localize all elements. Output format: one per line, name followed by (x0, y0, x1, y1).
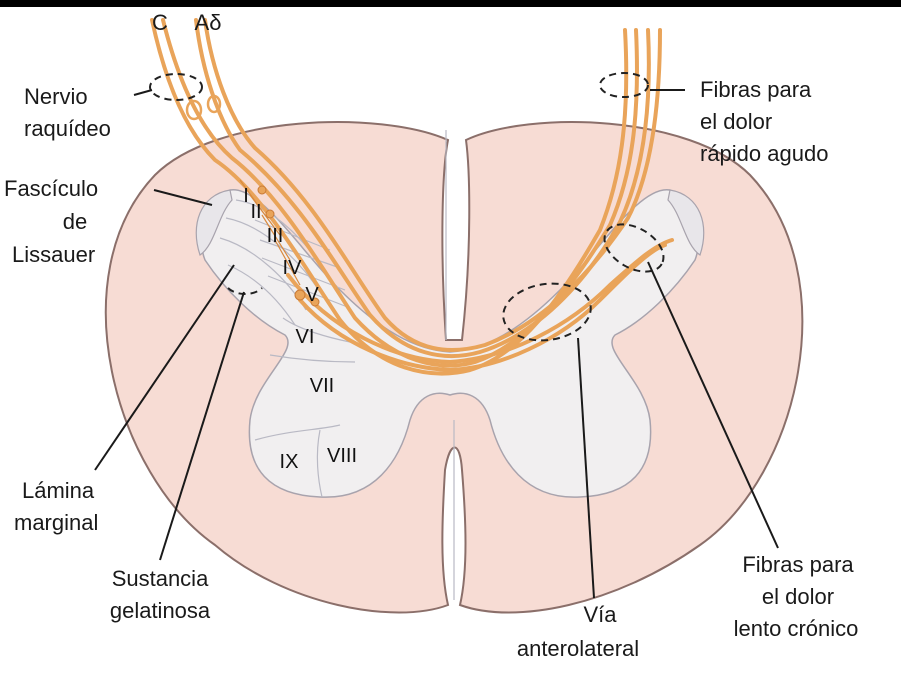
lamina-boundary-6 (269, 354, 356, 363)
leader-fibras-lento (647, 261, 779, 549)
label-lamina-1: Lámina (22, 478, 95, 503)
label-fasciculo-1: Fascículo (4, 176, 98, 201)
label-c: C (152, 10, 168, 35)
lamina-boundary-7 (254, 424, 341, 441)
top-border (0, 0, 901, 7)
lamina-viii: VIII (327, 445, 357, 467)
dorsal-horn-hatching (254, 219, 351, 309)
label-sustancia-1: Sustancia (112, 566, 209, 591)
synapse-dots (257, 185, 320, 307)
lamina-ii: II (250, 201, 261, 223)
label-a-delta: Aδ (195, 10, 222, 35)
leader-nervio (133, 89, 153, 96)
label-nervio-2: raquídeo (24, 116, 111, 141)
lamina-vi: VI (296, 326, 315, 348)
fiber-ventral-1 (298, 243, 667, 373)
lamina-ix: IX (280, 451, 299, 473)
fiber-branches (239, 179, 301, 286)
fast-pain-circle (599, 72, 649, 98)
gelatinosa-bracket (227, 287, 263, 295)
label-rapido-3: rápido agudo (700, 141, 828, 166)
lissauer-tract-right (667, 189, 705, 256)
nerve-bundle-circle (149, 73, 203, 101)
lissauer-tract-left (195, 189, 233, 256)
label-lamina-2: marginal (14, 510, 98, 535)
fiber-c-2 (161, 18, 639, 368)
label-rapido-1: Fibras para (700, 77, 812, 102)
leader-lamina-marginal (94, 264, 235, 471)
label-fasciculo-2: de (63, 209, 87, 234)
label-rapido-2: el dolor (700, 109, 772, 134)
anterolateral-circle (502, 282, 592, 342)
fiber-ventral-2 (286, 238, 674, 365)
label-nervio-1: Nervio (24, 84, 88, 109)
label-via-1: Vía (583, 602, 617, 627)
lamina-boundary-8 (316, 429, 323, 498)
fiber-adelta-1 (194, 18, 651, 359)
leader-fasciculo (153, 189, 213, 206)
lamina-iii: III (267, 225, 284, 247)
label-sustancia-2: gelatinosa (110, 598, 211, 623)
lamina-vii: VII (310, 375, 334, 397)
lamina-iv: IV (283, 257, 303, 279)
label-lento-2: el dolor (762, 584, 834, 609)
leader-sustancia (159, 291, 245, 561)
lamina-boundary-4 (227, 264, 296, 326)
ganglion-rings (185, 94, 222, 121)
lamina-v: V (305, 284, 319, 306)
label-via-2: anterolateral (517, 636, 639, 661)
label-fasciculo-3: Lissauer (12, 242, 95, 267)
lamina-boundary-5 (282, 317, 351, 343)
fiber-adelta-2 (203, 18, 662, 352)
fiber-c-1 (150, 18, 629, 376)
label-lento-1: Fibras para (742, 552, 854, 577)
lamina-i: I (243, 185, 249, 207)
label-lento-3: lento crónico (734, 616, 859, 641)
leader-via (577, 337, 595, 599)
